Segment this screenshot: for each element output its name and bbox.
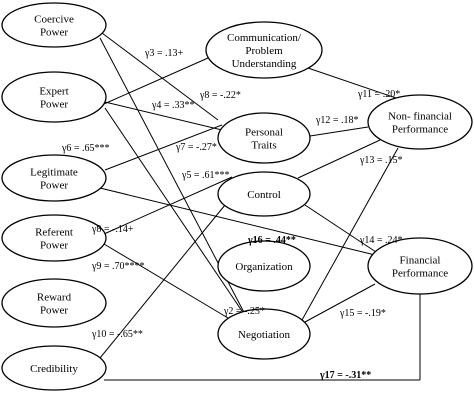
node-label: Negotiation — [238, 329, 290, 341]
path-edge-personal_traits — [309, 126, 369, 137]
path-edge-expert — [104, 101, 223, 131]
path-edge-negotiation — [304, 283, 376, 323]
node-label: Power — [40, 99, 68, 111]
node-coercive-shape — [1, 2, 107, 48]
coef-g7: γ7 = -.27* — [175, 142, 217, 153]
coef-g10: γ10 = -.65** — [91, 329, 143, 340]
node-credibility-shape — [1, 345, 107, 391]
coef-g15: γ15 = -.19* — [339, 308, 386, 319]
construct-nodes: CoercivePowerExpertPowerLegitimatePowerR… — [1, 2, 473, 391]
node-label: Communication/ — [227, 32, 302, 44]
coef-g4: γ4 = .33** — [151, 100, 195, 111]
node-label: Legitimate — [30, 167, 78, 179]
path-edge-expert — [104, 107, 249, 321]
coef-g11: γ11 = .20* — [357, 89, 400, 100]
node-organization-shape — [217, 240, 311, 292]
node-financial-shape — [367, 237, 473, 295]
path-edge-referent — [103, 176, 233, 235]
node-negotiation: Negotiation — [217, 308, 311, 360]
path-coefficients: γ3 = .13+ γ8 = -.22* γ4 = .33** γ6 = .65***… — [61, 48, 403, 381]
node-label: Traits — [251, 140, 276, 152]
path-edge-coercive — [101, 32, 219, 121]
coef-g3: γ3 = .13+ — [144, 48, 184, 59]
node-label: Credibility — [30, 363, 78, 375]
coef-g8: γ8 = -.22* — [199, 90, 241, 101]
node-control: Control — [217, 171, 311, 217]
coef-g14: γ14 = .24* — [359, 235, 403, 246]
node-legitimate-shape — [1, 154, 107, 202]
node-label: Organization — [235, 261, 293, 273]
node-organization: Organization — [217, 240, 311, 292]
node-label: Referent — [35, 227, 73, 239]
coef-g12: γ12 = .18* — [315, 115, 359, 126]
path-edge-expert — [103, 57, 209, 105]
node-label: Performance — [392, 124, 448, 136]
node-label: Problem — [245, 45, 283, 57]
node-expert-shape — [1, 71, 107, 123]
path-edge-referent — [103, 243, 229, 319]
path-edge-control — [297, 139, 381, 179]
path-edge-legitimate — [99, 187, 376, 256]
node-label: Power — [40, 180, 68, 192]
path-edge-negotiation — [301, 147, 399, 321]
node-referent-shape — [1, 214, 107, 262]
node-label: Non- financial — [388, 111, 452, 123]
path-edge-control — [304, 204, 377, 253]
node-personal-traits-shape — [217, 112, 311, 164]
node-label: Financial — [400, 255, 441, 267]
coef-g16: γ16 = .44** — [247, 235, 296, 246]
node-control-shape — [217, 171, 311, 217]
node-label: Personal — [245, 127, 283, 139]
path-edge-legitimate — [104, 124, 223, 171]
node-nonfinancial-shape — [367, 94, 473, 150]
node-communication-shape — [205, 21, 323, 79]
node-label: Reward — [37, 292, 72, 304]
coef-g9: γ9 = .70**** — [91, 261, 145, 272]
coef-g13: γ13 = .15* — [359, 155, 403, 166]
coef-g2: γ2 = -.25* — [223, 306, 265, 317]
coef-g5: γ5 = .61*** — [181, 170, 230, 181]
node-label: Performance — [392, 268, 448, 280]
node-label: Power — [40, 27, 68, 39]
node-credibility: Credibility — [1, 345, 107, 391]
node-label: Coercive — [34, 14, 74, 26]
node-label: Control — [247, 189, 281, 201]
path-edges — [99, 32, 421, 381]
node-label: Power — [40, 240, 68, 252]
node-negotiation-shape — [217, 308, 311, 360]
coef-g8b: γ8 = -.14+ — [91, 224, 134, 235]
node-label: Expert — [39, 86, 68, 98]
node-label: Power — [40, 305, 68, 317]
path-edge-credibility — [99, 204, 226, 359]
node-reward-shape — [1, 278, 107, 328]
coef-g6: γ6 = .65*** — [61, 143, 110, 154]
path-edge-communication — [307, 67, 397, 99]
node-label: Understanding — [232, 58, 297, 70]
coef-g17: γ17 = -.31** — [319, 370, 371, 381]
